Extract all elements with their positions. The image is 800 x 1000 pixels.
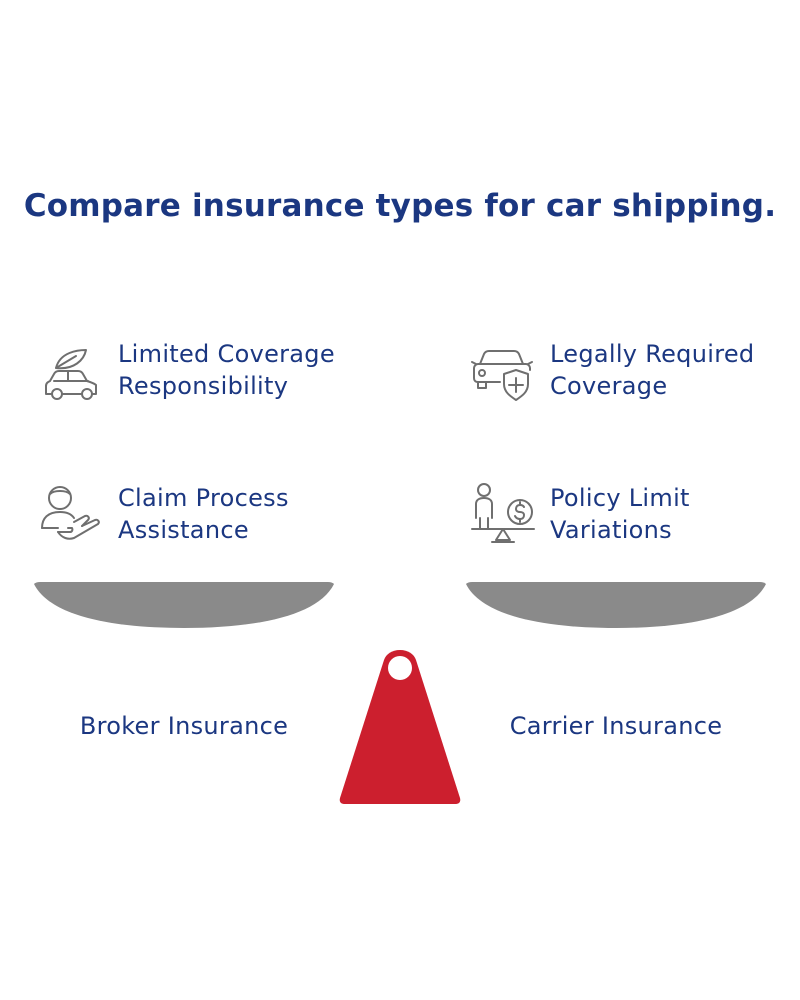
- fulcrum: [339, 650, 461, 804]
- feature-label: Policy Limit Variations: [550, 484, 690, 544]
- feature-label: Claim Process Assistance: [118, 484, 289, 544]
- carrier-insurance-label: Carrier Insurance: [509, 712, 723, 740]
- car-leaf-icon: [45, 349, 97, 400]
- feature-policy-limit: Policy Limit Variations: [470, 482, 770, 548]
- car-shield-icon: [471, 350, 533, 401]
- feature-legally-required: Legally Required Coverage: [470, 338, 770, 404]
- feature-label: Legally Required Coverage: [550, 340, 755, 400]
- page-title: Compare insurance types for car shipping…: [23, 188, 777, 224]
- person-hand-icon: [41, 486, 100, 540]
- right-scale-pan: [466, 582, 766, 628]
- broker-insurance-label: Broker Insurance: [79, 712, 289, 740]
- left-scale-pan: [34, 582, 334, 628]
- feature-limited-coverage: Limited Coverage Responsibility: [38, 338, 338, 404]
- feature-label: Limited Coverage Responsibility: [118, 340, 335, 400]
- person-balance-dollar-icon: [471, 483, 535, 543]
- feature-claim-process: Claim Process Assistance: [38, 482, 338, 548]
